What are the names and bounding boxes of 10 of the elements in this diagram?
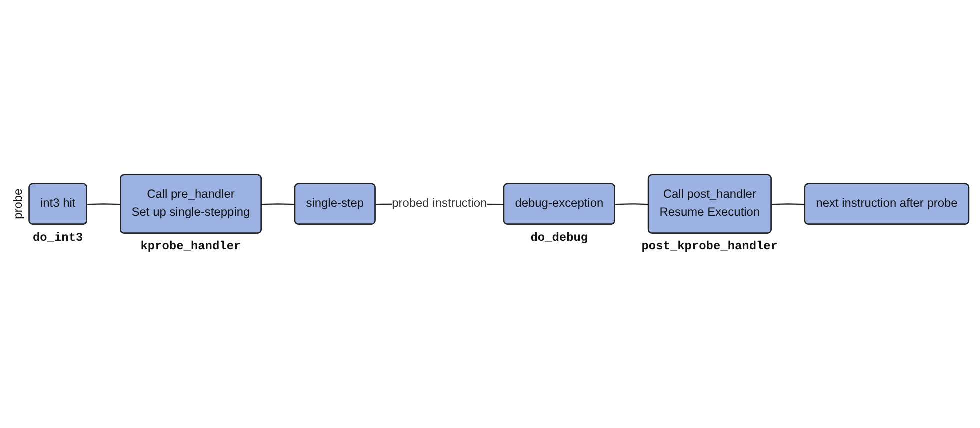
function-name: do_debug <box>530 230 588 244</box>
connector <box>615 203 649 205</box>
function-name: kprobe_handler <box>140 239 242 254</box>
connector <box>87 203 121 205</box>
connector <box>262 203 296 205</box>
connector <box>772 203 806 205</box>
function-name: post_kprobe_handler <box>642 239 778 254</box>
function-name: do_int3 <box>33 230 84 244</box>
side-label: probe <box>10 188 25 220</box>
edge-label: probed instruction <box>392 197 488 210</box>
